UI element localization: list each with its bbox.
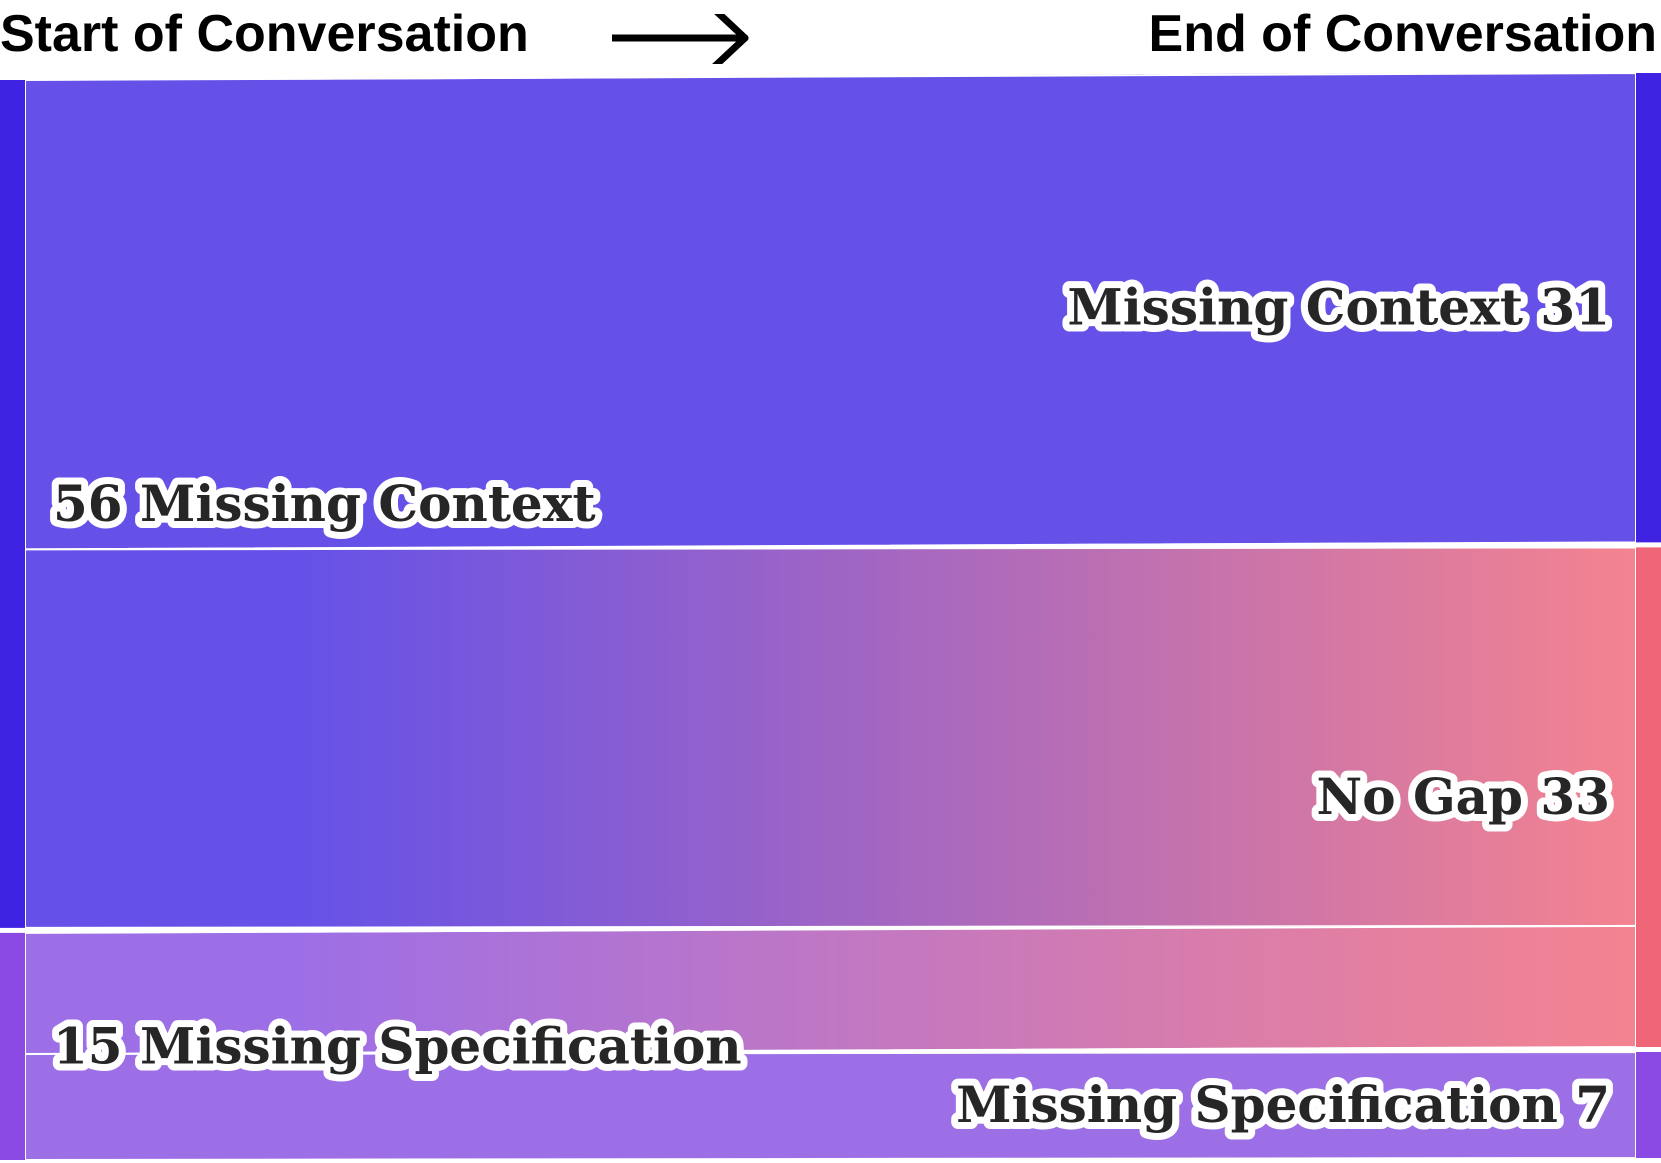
sankey-label-tgt_nogap: No Gap 33 — [1316, 767, 1610, 826]
sankey-links — [24, 71, 1637, 1162]
sankey-nodes — [0, 73, 1661, 1160]
sankey-node-tgt_nogap — [1636, 547, 1661, 1048]
start-of-conversation-label: Start of Conversation — [0, 5, 529, 63]
right-arrow-icon — [612, 14, 749, 64]
sankey-node-src_spec — [0, 932, 25, 1160]
sankey-node-tgt_spec — [1636, 1052, 1661, 1158]
sankey-labels: 56 Missing Context 15 Missing Specificati… — [46, 271, 1617, 1141]
sankey-label-tgt_context: Missing Context 31 — [1067, 278, 1610, 337]
sankey-label-src_spec: 15 Missing Specification — [53, 1016, 742, 1075]
end-of-conversation-label: End of Conversation — [1148, 5, 1657, 63]
sankey-node-src_context — [0, 80, 25, 928]
sankey-label-tgt_spec: Missing Specification 7 — [956, 1075, 1610, 1134]
sankey-label-src_context: 56 Missing Context — [53, 474, 596, 533]
sankey-node-tgt_context — [1636, 73, 1661, 543]
sankey-link-src_context-to-tgt_nogap — [24, 546, 1637, 929]
